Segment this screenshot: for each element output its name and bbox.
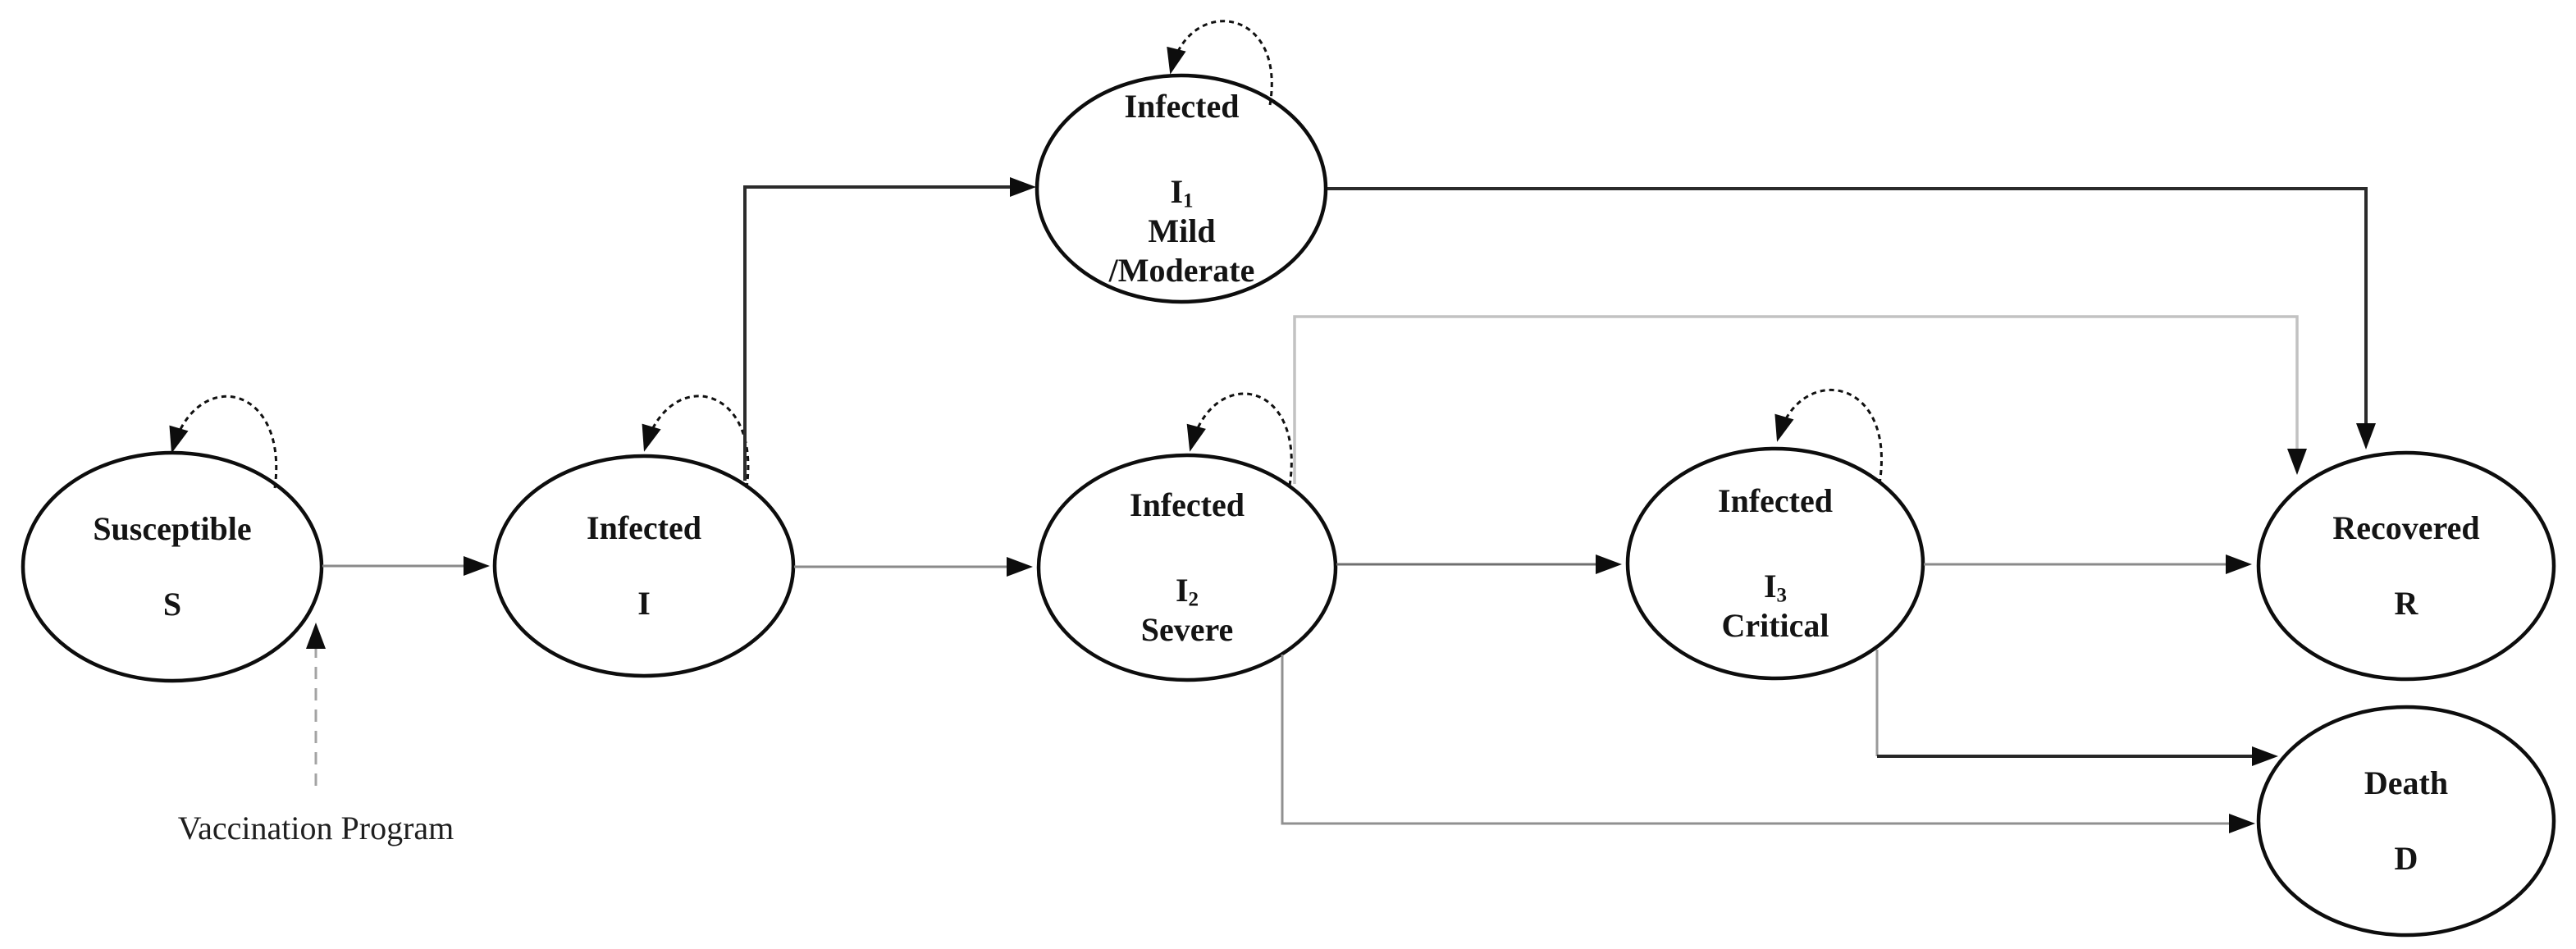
node-ellipse-infected-mild	[1035, 73, 1328, 304]
edge-infected-severe-to-death	[1281, 655, 2255, 833]
node-ellipse-infected-critical	[1625, 446, 1925, 681]
node-ellipse-susceptible	[21, 450, 324, 683]
edge-infected-mild-to-recovered	[1327, 187, 2376, 449]
node-ellipse-infected-severe	[1036, 453, 1338, 682]
self-loop-infected-mild	[1167, 20, 1273, 106]
self-loop-susceptible	[169, 395, 278, 489]
edge-infected-severe-to-recovered	[1293, 315, 2307, 484]
self-loop-infected-critical	[1774, 388, 1883, 485]
node-ellipse-infected	[492, 454, 796, 678]
vaccination-label: Vaccination Program	[177, 810, 454, 846]
self-loop-infected-severe	[1186, 392, 1293, 486]
self-loop-infected	[642, 395, 750, 489]
edge-infected-to-infected-mild	[743, 177, 1036, 481]
node-ellipse-recovered	[2256, 450, 2556, 682]
node-ellipse-death	[2256, 705, 2556, 938]
